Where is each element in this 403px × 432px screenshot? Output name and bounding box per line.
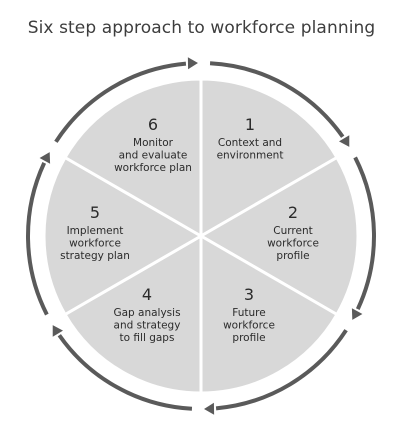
page-title: Six step approach to workforce planning bbox=[27, 18, 376, 38]
arrowhead-icon bbox=[338, 135, 350, 147]
cycle-arc bbox=[209, 61, 345, 138]
step-text-line: and evaluate bbox=[119, 150, 188, 162]
step-text-line: Current bbox=[273, 225, 312, 237]
cycle-arc bbox=[26, 162, 49, 316]
step-5-segment bbox=[42, 155, 205, 317]
step-number: 5 bbox=[90, 203, 100, 222]
step-text-line: profile bbox=[232, 332, 265, 344]
step-6-segment bbox=[62, 77, 203, 239]
cycle-arc bbox=[353, 156, 376, 310]
step-3-segment bbox=[199, 233, 340, 395]
step-1-segment bbox=[199, 77, 340, 239]
step-text-line: environment bbox=[217, 150, 284, 162]
cycle-arc bbox=[215, 329, 348, 411]
step-text-line: strategy plan bbox=[60, 250, 130, 262]
arrowhead-icon bbox=[52, 325, 64, 337]
step-text-line: Context and bbox=[218, 137, 282, 149]
step-text-line: workforce bbox=[69, 238, 121, 250]
step-text-line: workforce bbox=[267, 238, 319, 250]
step-text-line: and strategy bbox=[114, 320, 181, 332]
step-text-line: Future bbox=[232, 307, 265, 319]
step-text-line: workforce plan bbox=[114, 162, 192, 174]
step-number: 6 bbox=[148, 115, 158, 134]
arrowhead-icon bbox=[39, 152, 51, 164]
step-number: 1 bbox=[245, 115, 255, 134]
arrowhead-icon bbox=[187, 57, 198, 70]
arrowhead-icon bbox=[351, 308, 363, 320]
cycle-arc bbox=[57, 334, 193, 411]
step-text-line: to fill gaps bbox=[120, 332, 175, 344]
arrowhead-icon bbox=[204, 402, 215, 415]
step-text-line: Implement bbox=[67, 225, 124, 237]
cycle-arc bbox=[54, 61, 187, 143]
step-text-line: profile bbox=[276, 250, 309, 262]
step-2-segment bbox=[197, 155, 360, 317]
step-text-line: workforce bbox=[223, 320, 275, 332]
step-4-segment bbox=[62, 233, 203, 395]
step-number: 3 bbox=[244, 285, 254, 304]
step-text-line: Gap analysis bbox=[113, 307, 180, 319]
step-text-line: Monitor bbox=[133, 137, 174, 149]
step-number: 4 bbox=[142, 285, 152, 304]
step-number: 2 bbox=[288, 203, 298, 222]
